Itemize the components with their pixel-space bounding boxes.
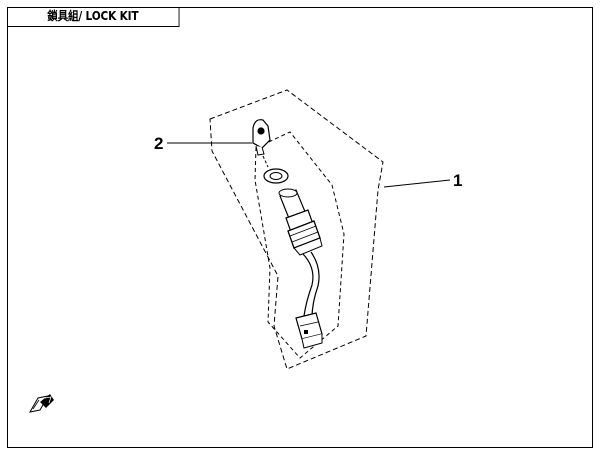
- callout-1-leader: [383, 179, 451, 188]
- lock-cylinder: [278, 188, 323, 256]
- lock-washer: [263, 168, 289, 184]
- brand-logo-icon: [29, 394, 54, 413]
- callout-2-label: 2: [154, 134, 163, 153]
- kit-inner-boundary: [254, 131, 345, 359]
- page-title: 鎖具組/ LOCK KIT: [7, 7, 180, 27]
- callout-1-label: 1: [453, 171, 462, 190]
- connector-plug: [295, 312, 323, 349]
- kit-outer-boundary: [209, 89, 384, 370]
- wire-harness: [302, 251, 320, 319]
- mounting-bracket-part: [252, 119, 271, 156]
